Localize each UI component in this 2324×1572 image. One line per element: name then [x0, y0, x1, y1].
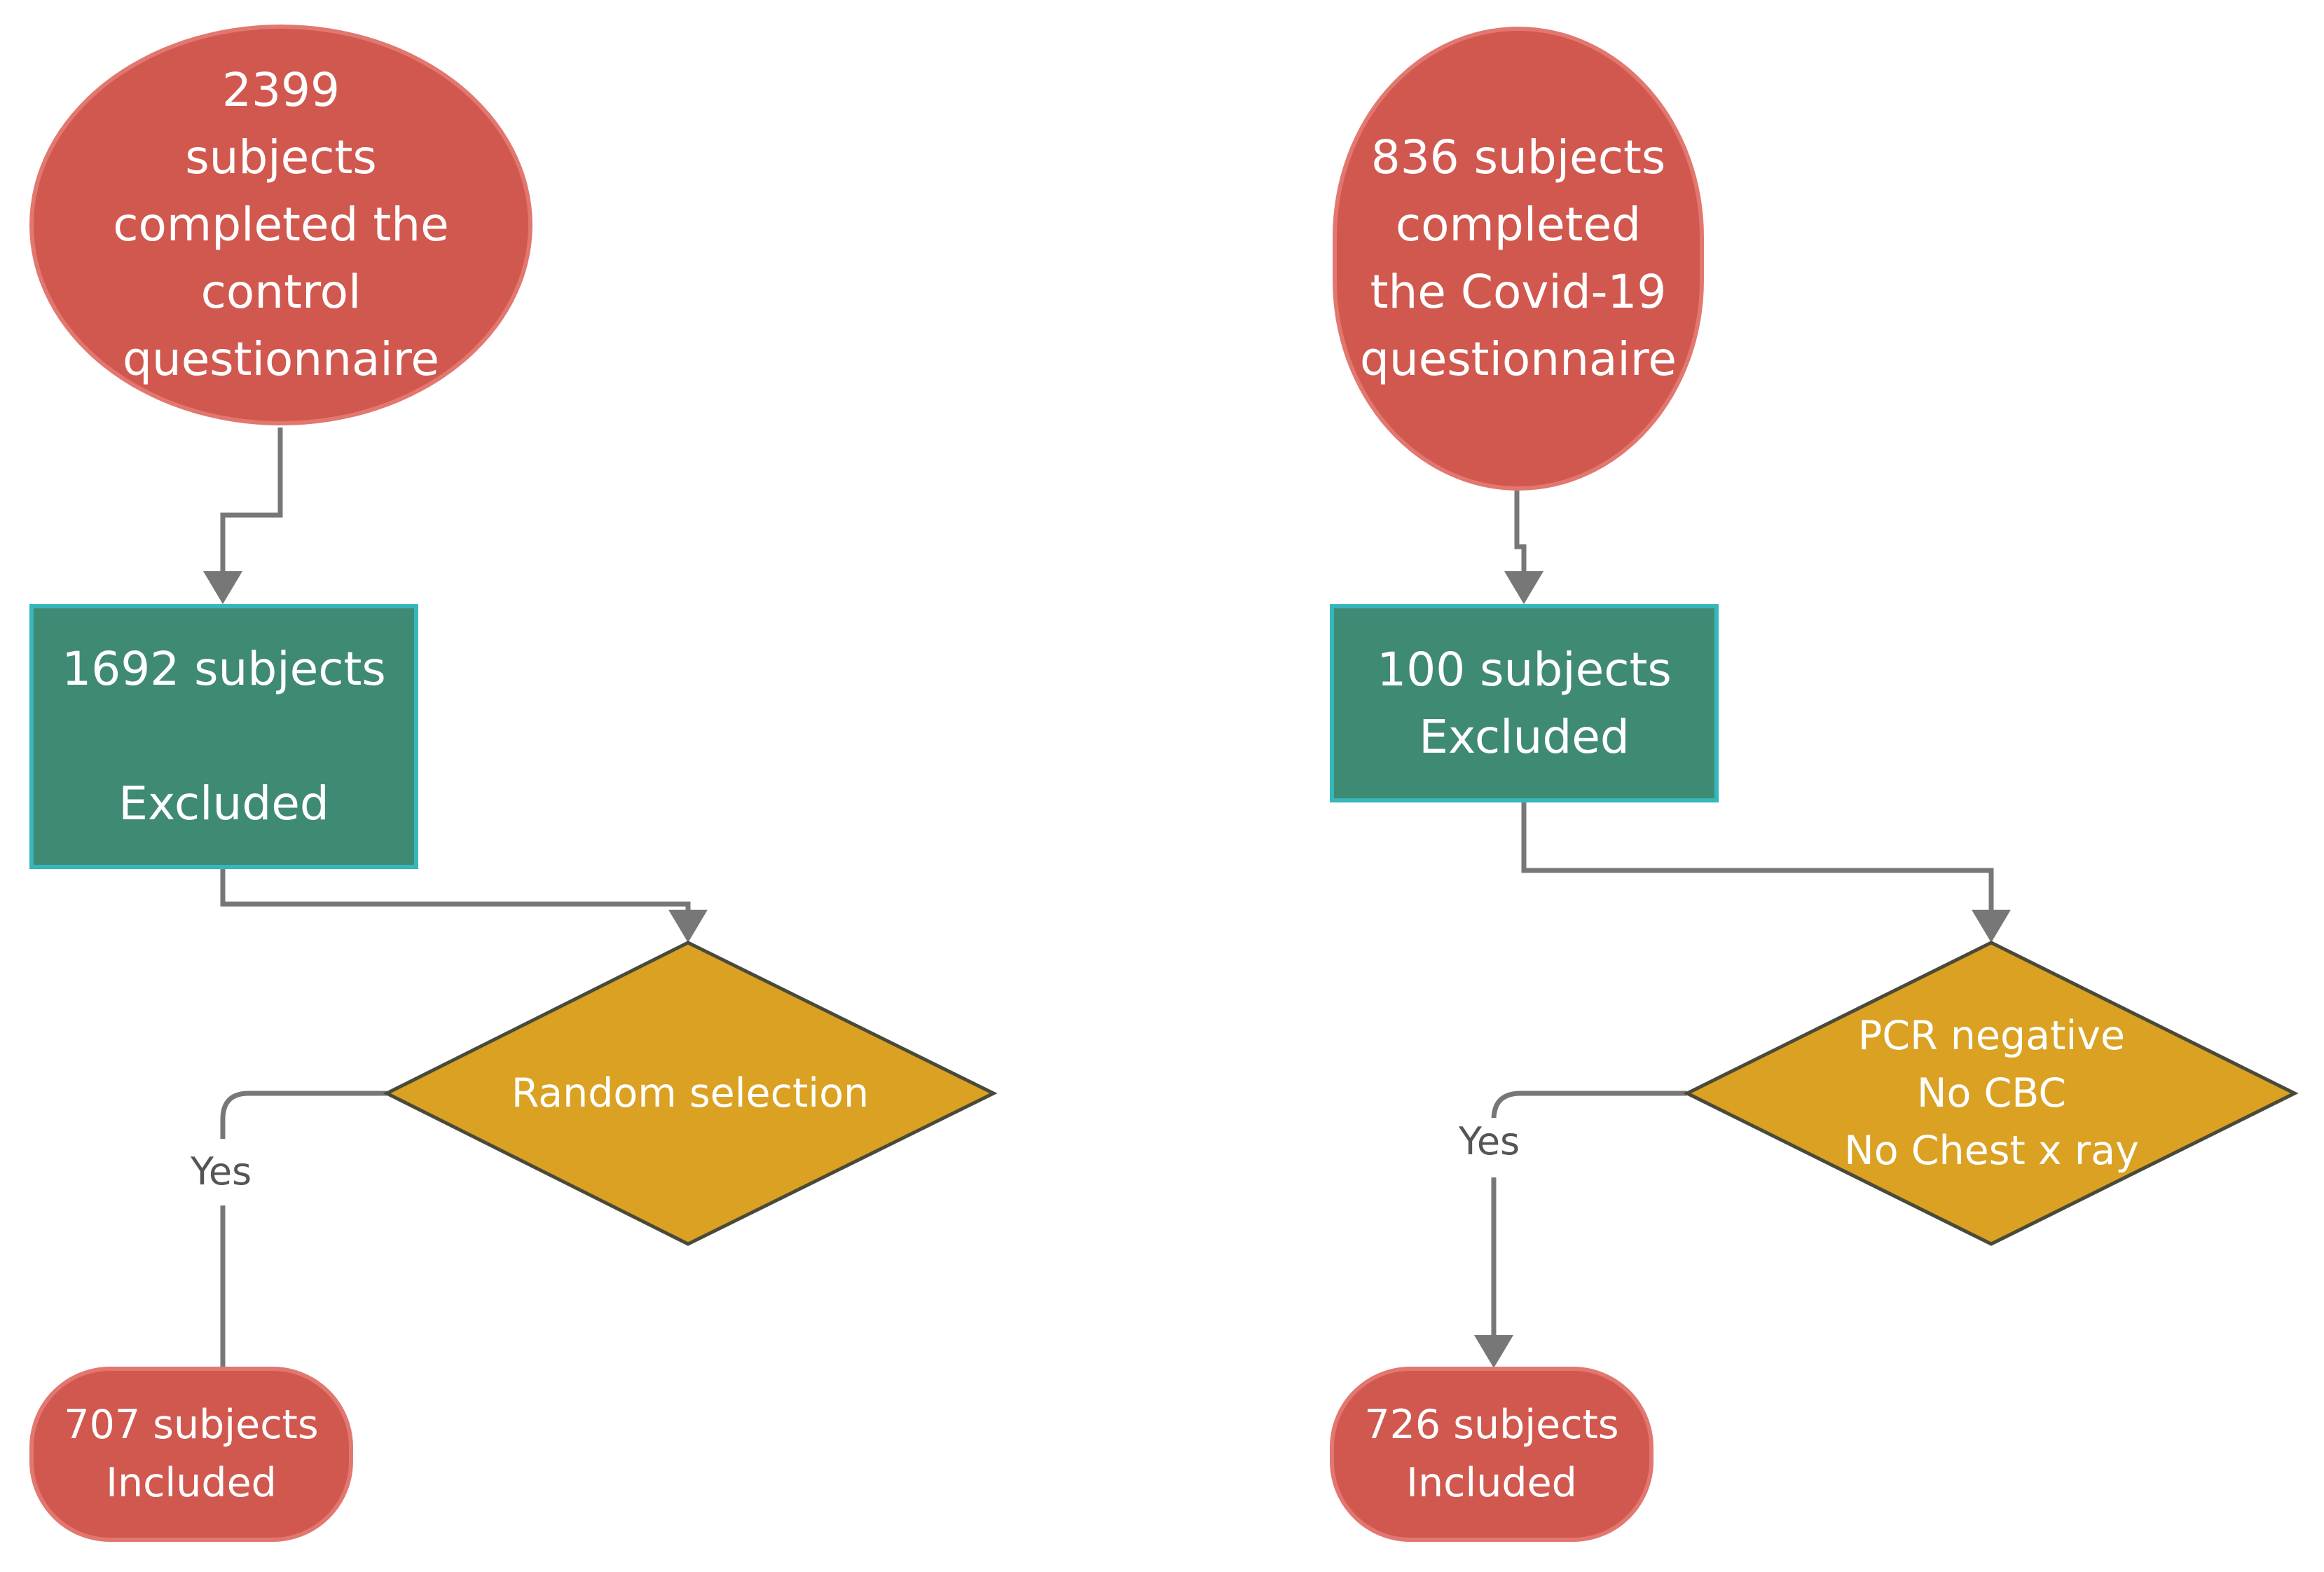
edge-right-start-to-excluded — [1504, 491, 1543, 604]
text-line: the Covid-19 — [1370, 265, 1667, 319]
text-line: Excluded — [118, 777, 329, 831]
text-line: subjects — [185, 130, 377, 184]
edge-left-excluded-to-decision — [220, 869, 708, 943]
text-line: Excluded — [1419, 709, 1630, 764]
text-line: completed the — [113, 198, 449, 252]
text-line: PCR negative — [1857, 1013, 2126, 1059]
text-line: completed — [1395, 198, 1642, 252]
text-line: 836 subjects — [1370, 130, 1666, 184]
decision-diamond-left — [383, 941, 998, 1246]
text-line: 2399 — [222, 63, 340, 117]
decision-diamond-right — [1683, 941, 2299, 1246]
edge-right-excluded-to-decision — [1521, 802, 2011, 943]
edge-left-start-to-excluded — [203, 428, 283, 604]
decision-label-left: Random selection — [448, 1051, 932, 1135]
excluded-box-covid-text: 100 subjects Excluded — [1377, 636, 1672, 771]
text-line: 726 subjects — [1364, 1402, 1619, 1448]
included-node-control-text: 707 subjects Included — [64, 1396, 318, 1512]
text-line: Random selection — [511, 1070, 869, 1116]
text-line: 100 subjects — [1377, 642, 1672, 697]
yes-label-left: Yes — [184, 1148, 259, 1196]
excluded-box-control-text: 1692 subjects Excluded — [62, 636, 386, 838]
text-line: No Chest x ray — [1844, 1128, 2139, 1174]
text-line: questionnaire — [122, 332, 440, 386]
excluded-box-covid: 100 subjects Excluded — [1330, 604, 1719, 802]
text-line: Included — [106, 1460, 277, 1506]
included-node-control: 707 subjects Included — [29, 1367, 353, 1542]
text-line: 1692 subjects — [62, 642, 386, 696]
text-line: 707 subjects — [64, 1402, 319, 1448]
start-node-control-text: 2399 subjects completed the control ques… — [113, 57, 448, 393]
text-line: Included — [1406, 1460, 1577, 1506]
text-line: No CBC — [1916, 1070, 2067, 1116]
start-node-covid: 836 subjects completed the Covid-19 ques… — [1333, 27, 1704, 491]
excluded-box-control: 1692 subjects Excluded — [29, 604, 418, 869]
text-line — [62, 703, 386, 770]
text-line: questionnaire — [1359, 332, 1677, 386]
start-node-covid-text: 836 subjects completed the Covid-19 ques… — [1360, 124, 1677, 393]
text-line: control — [200, 265, 362, 319]
edge-left-decision-to-included — [220, 1091, 387, 1367]
included-node-covid: 726 subjects Included — [1330, 1367, 1653, 1542]
yes-label-right: Yes — [1452, 1118, 1527, 1166]
start-node-control: 2399 subjects completed the control ques… — [29, 25, 532, 425]
decision-label-right: PCR negative No CBC No Chest x ray — [1766, 1002, 2218, 1184]
included-node-covid-text: 726 subjects Included — [1364, 1396, 1618, 1512]
